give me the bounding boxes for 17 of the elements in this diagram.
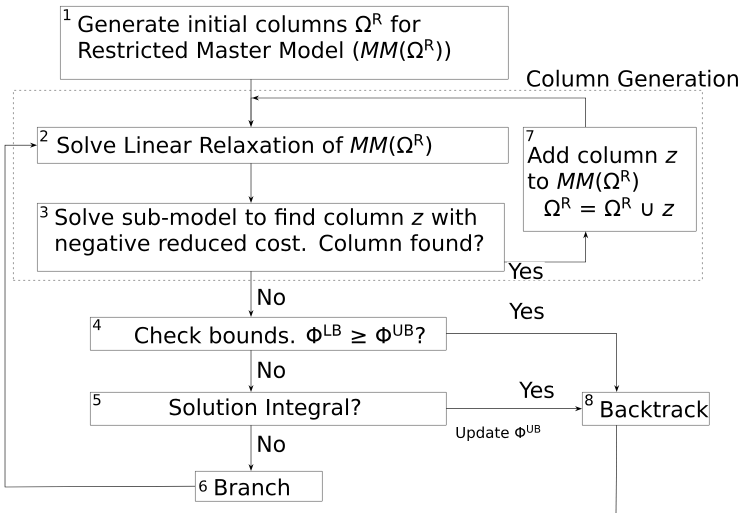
process-box: 4 Check bounds. Φ$^{LB}$ ≥ Φ$^{UB}$?: [90, 317, 446, 350]
edge-label: Yes: [507, 262, 545, 280]
process-box: 1 Generate initial columns Ω$^{R}$ for Restricted Master Model (MM(Ω$^{R}$)): [60, 6, 508, 80]
process-box: 2 Solve Linear Relaxation of MM(Ω$^{R}$): [37, 127, 508, 164]
edge-label: No: [255, 434, 288, 454]
process-box: 3 Solve sub-model to find column z with negative reduced cost. Column found?: [37, 203, 504, 272]
edge-label: No: [255, 360, 288, 380]
process-box: 7 Add column z to MM(Ω$^{R}$) Ω$^{R}$ = Ω$^{R}$ ∪ z: [523, 127, 696, 232]
note-label: Update Φ$^{UB}$: [456, 425, 540, 441]
edge-label: Yes: [518, 380, 556, 400]
edge-label: Yes: [508, 302, 546, 320]
process-box: 5 Solution Integral?: [90, 392, 446, 426]
process-box: 8 Backtrack: [582, 392, 710, 426]
node-label: Column Generation: [527, 70, 738, 87]
arrow: [4, 142, 196, 488]
process-box: 6 Branch: [195, 471, 322, 502]
edge-label: No: [255, 288, 288, 306]
